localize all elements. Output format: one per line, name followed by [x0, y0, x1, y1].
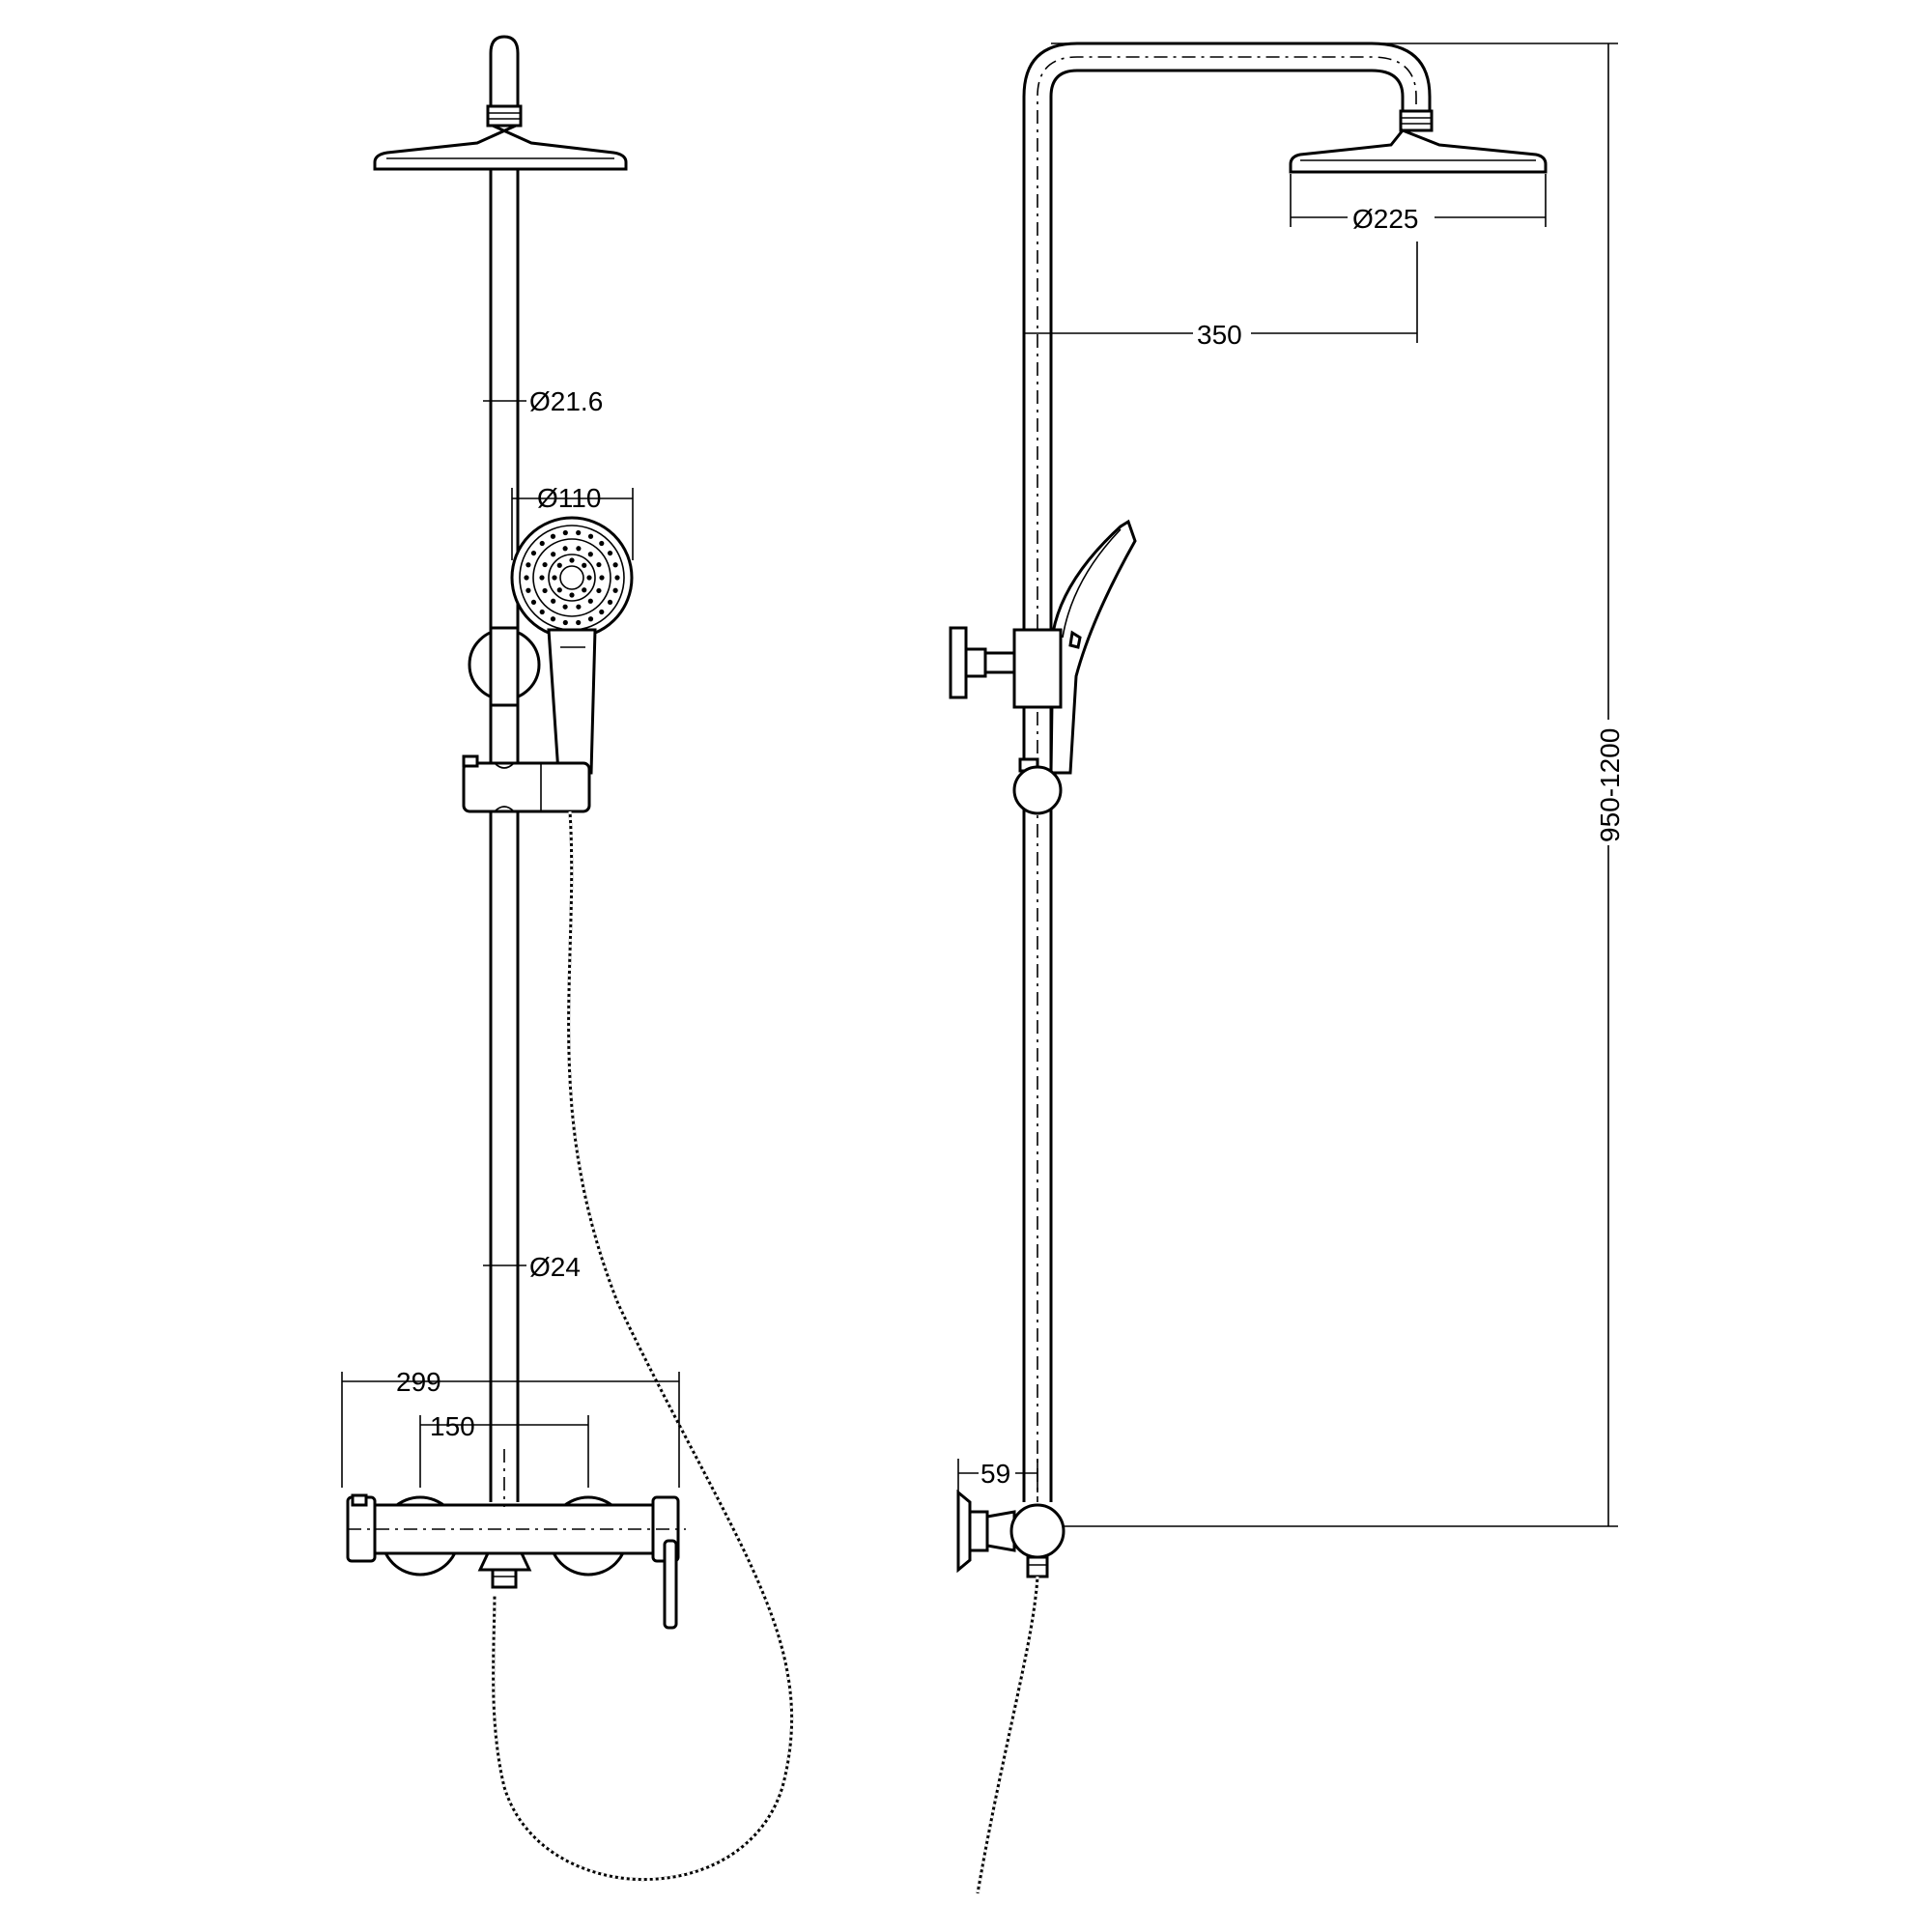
- nozzle-dot: [556, 562, 562, 568]
- nozzle-dot: [587, 552, 593, 557]
- nozzle-dot: [539, 609, 545, 615]
- nozzle-dot: [524, 575, 529, 581]
- hand-shower-nozzles: [524, 529, 620, 626]
- nozzle-dot: [587, 533, 594, 539]
- shower-hose-side: [976, 1576, 1039, 1894]
- nozzle-dot: [582, 562, 587, 568]
- nozzle-dot: [614, 575, 620, 581]
- dim-label-overhead-diameter: Ø225: [1352, 204, 1419, 234]
- dim-label-handshower: Ø110: [537, 483, 601, 513]
- nozzle-dot: [552, 575, 557, 581]
- nozzle-dot: [562, 529, 568, 536]
- dim-label-wall-offset: 59: [980, 1459, 1010, 1489]
- nozzle-dot: [596, 561, 602, 568]
- nozzle-dot: [607, 599, 613, 606]
- nozzle-dot: [576, 546, 582, 552]
- dim-wall-offset: 59: [957, 1457, 1038, 1492]
- thermostatic-mixer-front: [346, 1449, 686, 1630]
- rail-bracket-front: [468, 626, 541, 707]
- dim-overhead-diameter: Ø225: [1290, 174, 1547, 234]
- dim-label-arm-projection: 350: [1197, 320, 1242, 350]
- nozzle-dot: [576, 529, 582, 536]
- nozzle-dot: [526, 562, 531, 568]
- slide-rail-front: [489, 169, 520, 1502]
- nozzle-dot: [576, 619, 582, 626]
- nozzle-dot: [562, 546, 568, 552]
- wall-bracket-upper-side: [949, 626, 1063, 709]
- nozzle-dot: [562, 619, 568, 626]
- nozzle-dot: [587, 598, 593, 604]
- dim-handshower: Ø110: [511, 483, 634, 560]
- nozzle-dot: [551, 598, 556, 604]
- nozzle-dot: [530, 550, 537, 556]
- dim-mixer-width: 299: [341, 1367, 680, 1488]
- overhead-shower-head-front: [373, 124, 628, 171]
- dim-arm-projection: 350: [1023, 242, 1418, 350]
- nozzle-dot: [586, 575, 592, 581]
- nozzle-dot: [539, 540, 545, 547]
- hand-shower-side: [1049, 519, 1137, 775]
- nozzle-dot: [599, 575, 605, 581]
- shower-hose-front: [492, 810, 794, 1882]
- front-view: Ø21.6 Ø110: [341, 35, 794, 1882]
- nozzle-dot: [526, 587, 531, 593]
- overhead-shower-head-side: [1289, 109, 1548, 174]
- dim-label-mixer-width: 299: [396, 1367, 441, 1397]
- nozzle-dot: [569, 592, 575, 598]
- nozzle-dot: [576, 604, 582, 610]
- nozzle-dot: [539, 575, 545, 581]
- nozzle-dot: [599, 609, 605, 615]
- nozzle-dot: [587, 616, 594, 622]
- dim-label-height-range: 950-1200: [1595, 728, 1625, 842]
- dim-height-range: 950-1200: [1051, 43, 1625, 1527]
- dim-label-rail-upper: Ø21.6: [529, 386, 603, 416]
- slider-front: [462, 754, 591, 813]
- nozzle-dot: [542, 587, 548, 594]
- nozzle-dot: [607, 550, 613, 556]
- side-view: Ø225 350: [949, 42, 1625, 1894]
- dim-label-rail-lower: Ø24: [529, 1252, 581, 1282]
- nozzle-dot: [542, 561, 548, 568]
- nozzle-dot: [550, 616, 556, 622]
- nozzle-dot: [530, 599, 537, 606]
- dim-rail-upper: Ø21.6: [483, 386, 603, 416]
- nozzle-dot: [582, 587, 587, 593]
- overhead-arm-top: [486, 35, 523, 128]
- nozzle-dot: [599, 540, 605, 547]
- nozzle-dot: [551, 552, 556, 557]
- hand-shower-handle-front: [547, 628, 597, 775]
- nozzle-dot: [569, 557, 575, 563]
- slider-side: [1012, 757, 1063, 815]
- nozzle-dot: [612, 587, 618, 593]
- dim-inlet-centres: 150: [419, 1411, 589, 1488]
- nozzle-dot: [550, 533, 556, 539]
- nozzle-dot: [562, 604, 568, 610]
- dim-rail-lower: Ø24: [483, 1252, 581, 1282]
- nozzle-dot: [556, 587, 562, 593]
- hand-shower-head-front: [510, 516, 634, 639]
- nozzle-dot: [612, 562, 618, 568]
- dim-label-inlet-centres: 150: [430, 1411, 475, 1441]
- mixer-side: [956, 1489, 1065, 1578]
- nozzle-dot: [596, 587, 602, 594]
